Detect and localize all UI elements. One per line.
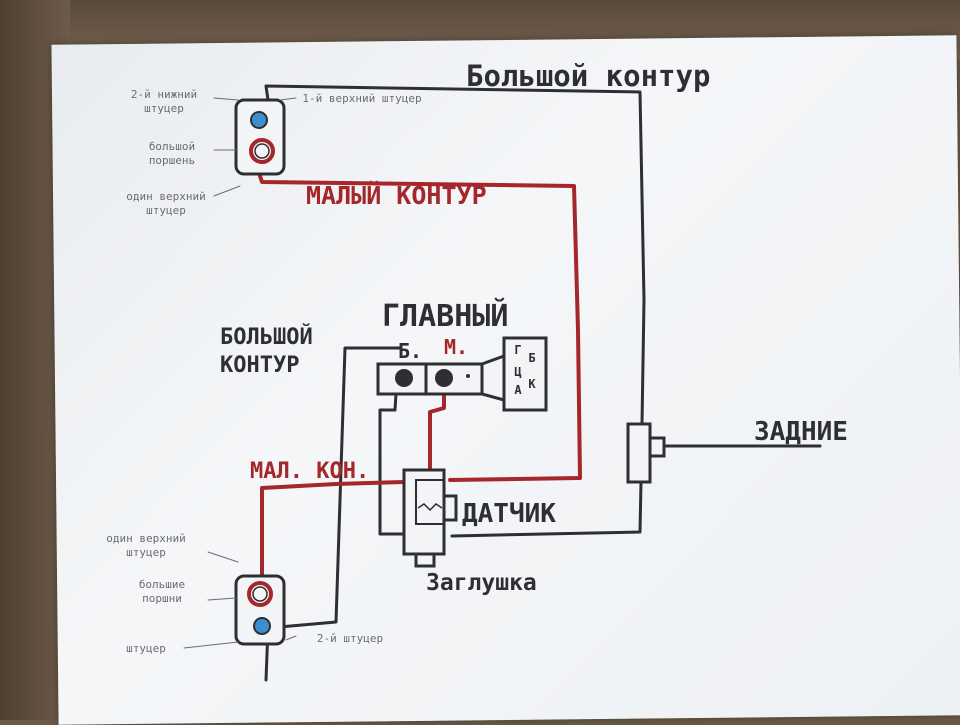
label-big-contour-left-1: БОЛЬШОЙ [220,324,313,350]
note-bottom-top-2: штуцер [126,546,166,559]
label-main: ГЛАВНЫЙ [382,298,508,334]
note-top-bottom-1: один верхний [126,190,205,203]
rear-tee [626,422,652,484]
label-big-contour-top: Большой контур [466,59,710,93]
small-contour-line-top [256,168,582,482]
cylinder-link-line [378,392,406,536]
bottom-wheel-cylinder [234,574,286,646]
big-contour-line-to-sensor [450,480,643,538]
note-top-left-1: 2-й нижний [131,88,197,101]
note-top-middle-2: поршень [149,154,195,167]
reservoir-letter-2: Б [528,351,535,365]
label-rear: ЗАДНИЕ [754,417,848,447]
reservoir-box [502,336,548,412]
sensor-body [402,468,458,568]
note-top-right: 1-й верхний штуцер [302,92,421,105]
reservoir-letter-5: К [528,377,536,391]
reservoir-letter-1: Г [514,343,521,357]
note-bottom-left: штуцер [126,642,166,655]
small-contour-line-main [428,390,446,478]
reservoir-letter-3: Ц [514,365,521,379]
reservoir-neck [480,353,506,402]
bottom-blue-port [253,617,271,635]
note-top-bottom-2: штуцер [146,204,186,217]
port-m-dot [435,369,453,387]
note-top-middle-1: большой [149,140,195,153]
label-sensor: ДАТЧИК [462,499,556,529]
note-bottom-middle-2: поршни [142,592,182,605]
note-bottom-top-1: один верхний [106,532,185,545]
small-contour-line-bottom [260,480,406,580]
plug-cap [414,552,436,568]
label-plug: Заглушка [426,570,537,596]
label-small-contour-abbr: МАЛ. КОН. [250,459,369,484]
bottom-big-piston [247,581,273,607]
label-port-m: М. [444,335,468,359]
big-contour-line-top [264,84,646,426]
top-wheel-cylinder [234,98,286,176]
note-bottom-right: 2-й штуцер [317,632,383,645]
note-bottom-middle-1: большие [139,578,185,591]
label-small-contour: МАЛЫЙ КОНТУР [306,181,487,210]
label-port-b: Б. [398,339,422,363]
port-b-dot [395,369,413,387]
reservoir-letter-4: А [514,383,522,397]
note-top-left-2: штуцер [144,102,184,115]
top-blue-port [250,111,268,129]
master-cylinder [376,336,548,412]
top-big-piston [249,138,275,164]
label-big-contour-left-2: КОНТУР [220,353,299,378]
